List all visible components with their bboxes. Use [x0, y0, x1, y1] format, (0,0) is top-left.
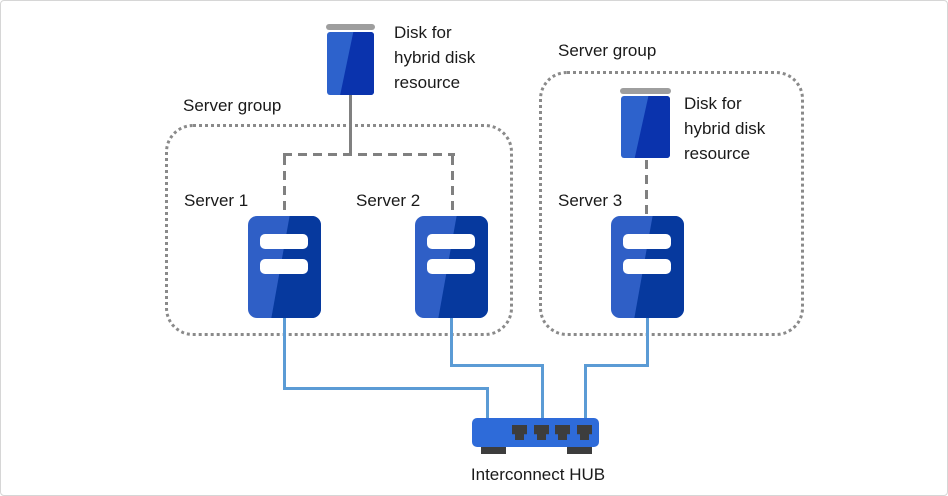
disk1-label-line2: hybrid disk	[394, 48, 476, 67]
disk1-label: Disk for hybrid disk resource	[394, 20, 475, 95]
server2-slot	[427, 234, 475, 249]
connector-branch-horizontal	[283, 153, 455, 156]
cable-server3-across	[584, 364, 649, 367]
hub-foot-left	[481, 445, 506, 454]
connector-branch-to-server1	[283, 156, 286, 217]
server1-slot	[260, 234, 308, 249]
cable-server3-down	[646, 318, 649, 366]
cable-server2-down	[450, 318, 453, 366]
cable-server1-across	[283, 387, 489, 390]
server1-slot	[260, 259, 308, 274]
disk2-cap	[620, 88, 671, 94]
disk2-label-line1: Disk for	[684, 94, 742, 113]
server-group-left-label: Server group	[183, 96, 282, 115]
disk2-label-line3: resource	[684, 144, 751, 163]
server1-icon	[248, 216, 321, 318]
hub-foot-right	[567, 445, 592, 454]
interconnect-hub-label: Interconnect HUB	[470, 465, 606, 484]
server3-slot	[623, 234, 671, 249]
disk2-label-line2: hybrid disk	[684, 119, 766, 138]
disk1-shading	[340, 32, 374, 95]
hub-port-icon	[555, 425, 570, 440]
disk2-shading	[634, 96, 670, 158]
server3-label: Server 3	[558, 191, 623, 210]
cable-server3-into-hub	[584, 364, 587, 418]
connector-disk2-to-server3	[645, 160, 648, 216]
server2-label: Server 2	[356, 191, 421, 210]
cable-server2-into-hub	[541, 364, 544, 418]
server-group-left-box	[165, 124, 513, 336]
connector-branch-to-server2	[451, 156, 454, 217]
hub-port-icon	[512, 425, 527, 440]
server3-slot	[623, 259, 671, 274]
interconnect-hub-icon	[472, 418, 599, 447]
cable-server1-into-hub	[486, 387, 489, 418]
cable-server1-down	[283, 318, 286, 389]
connector-disk1-vertical	[349, 95, 352, 155]
server-group-right-box	[539, 71, 804, 336]
hybrid-disk2-icon	[621, 96, 670, 158]
disk2-label: Disk for hybrid disk resource	[684, 91, 765, 166]
disk1-cap	[326, 24, 375, 30]
server-group-right-label: Server group	[558, 41, 657, 60]
disk1-label-line3: resource	[394, 73, 461, 92]
hub-port-icon	[534, 425, 549, 440]
hub-port-icon	[577, 425, 592, 440]
server1-label: Server 1	[184, 191, 249, 210]
hybrid-disk1-icon	[327, 32, 374, 95]
server2-icon	[415, 216, 488, 318]
cable-server2-across	[450, 364, 544, 367]
server3-icon	[611, 216, 684, 318]
disk1-label-line1: Disk for	[394, 23, 452, 42]
server2-slot	[427, 259, 475, 274]
